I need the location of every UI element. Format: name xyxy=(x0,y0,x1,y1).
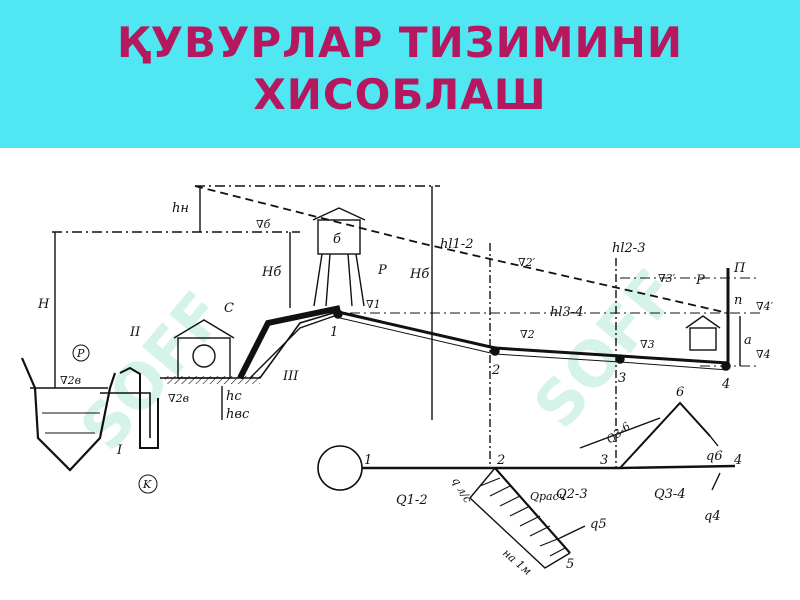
label-v3: ∇3 xyxy=(640,338,655,351)
tower-roof xyxy=(312,207,366,221)
watermark-group: SOFF SOFF xyxy=(66,255,693,464)
label-C: C xyxy=(224,301,234,316)
label-I: I xyxy=(116,443,123,458)
arrow-Q36 xyxy=(579,417,661,449)
label-v2v-right: ∇2в xyxy=(168,392,189,405)
label-plan6: 6 xyxy=(676,385,684,400)
label-q5: q5 xyxy=(590,517,607,532)
label-P2: P xyxy=(695,273,705,288)
label-v3p: ∇3′ xyxy=(658,272,676,285)
arrow-q5 xyxy=(559,525,586,539)
pump-house xyxy=(177,337,231,379)
label-node4: 4 xyxy=(721,377,730,392)
tower-tank xyxy=(317,219,361,255)
label-III: III xyxy=(282,369,299,384)
label-node1: 1 xyxy=(330,325,338,340)
K-circle xyxy=(138,474,158,494)
pump-circle xyxy=(192,344,216,368)
label-q6: q6 xyxy=(706,449,723,464)
title-banner: ҚУВУРЛАР ТИЗИМИНИ ХИСОБЛАШ xyxy=(0,0,800,148)
arrow-q4 xyxy=(711,472,721,491)
plan-reservoir xyxy=(317,445,363,491)
label-plan4: 4 xyxy=(733,453,742,468)
title-line-2: ХИСОБЛАШ xyxy=(253,70,547,119)
pump-house-roof xyxy=(173,319,235,339)
arrow-q6 xyxy=(709,435,719,447)
pipeline-diagram: SOFF SOFF xyxy=(20,185,774,578)
label-Hb: Hб xyxy=(261,265,281,280)
label-K: K xyxy=(142,478,152,491)
label-II: II xyxy=(129,325,141,340)
label-Pi-top: П xyxy=(733,261,746,276)
tower-legs xyxy=(313,253,365,307)
label-Qrasch: Qрасч xyxy=(530,490,566,503)
end-house-roof xyxy=(685,315,721,329)
watermark-text-1: SOFF xyxy=(66,278,239,464)
label-v2: ∇2 xyxy=(520,328,535,341)
label-a: a xyxy=(744,333,752,348)
ground-hatch-pump xyxy=(165,376,260,384)
label-q4: q4 xyxy=(704,509,721,524)
embankment-slope xyxy=(237,305,341,380)
label-P1: P xyxy=(377,263,387,278)
label-Q23: Q2-3 xyxy=(556,487,588,502)
label-v4p: ∇4′ xyxy=(756,300,774,313)
label-node3: 3 xyxy=(618,371,626,386)
label-hl34: hl3-4 xyxy=(550,305,583,320)
intake-well xyxy=(119,366,159,449)
label-v1: ∇1 xyxy=(366,298,381,311)
label-Hb2: Hб xyxy=(409,267,429,282)
label-pi: п xyxy=(734,293,742,308)
label-hl12: hl1-2 xyxy=(440,237,473,252)
diagram-lines xyxy=(20,185,760,569)
plan-load-area xyxy=(469,467,571,569)
label-Q34: Q3-4 xyxy=(654,487,686,502)
label-plan3: 3 xyxy=(600,453,608,468)
label-hvs: hвс xyxy=(226,407,250,422)
node-2-dot xyxy=(490,346,500,356)
reservoir-water-lines xyxy=(42,412,100,434)
end-house xyxy=(689,327,717,351)
label-vb: ∇б xyxy=(256,218,271,231)
label-plan2: 2 xyxy=(496,453,505,468)
label-P-circle: P xyxy=(76,347,85,360)
node-3-dot xyxy=(615,354,625,364)
main-pipeline-bottom xyxy=(339,317,729,371)
plan-branch-5 xyxy=(494,467,571,554)
label-hc: hс xyxy=(226,389,242,404)
embankment-inner xyxy=(249,313,341,379)
label-H: H xyxy=(37,297,50,312)
piezometric-line xyxy=(194,185,729,314)
label-na1m: на 1м xyxy=(500,546,534,577)
plan-branch-6 xyxy=(619,401,711,469)
label-v4: ∇4 xyxy=(756,348,771,361)
title-line-1: ҚУВУРЛАР ТИЗИМИНИ xyxy=(117,18,683,67)
main-pipeline xyxy=(337,310,729,365)
label-plan5: 5 xyxy=(566,557,574,572)
label-Q12: Q1-2 xyxy=(396,493,428,508)
label-v2v-left: ∇2в xyxy=(60,374,81,387)
plan-load-hatch xyxy=(479,477,566,557)
label-q-ls: q л/с xyxy=(449,475,474,505)
P-circle xyxy=(72,344,90,362)
label-tower-b: б xyxy=(333,232,341,247)
label-hl23: hl2-3 xyxy=(612,241,645,256)
label-node2: 2 xyxy=(491,363,500,378)
label-plan1: 1 xyxy=(364,453,372,468)
label-Q36: Q3-6 xyxy=(604,420,633,447)
plan-main-line xyxy=(362,464,736,470)
suction-pipe xyxy=(100,392,151,438)
label-v2p: ∇2′ xyxy=(518,256,536,269)
label-hn: hн xyxy=(172,201,189,216)
